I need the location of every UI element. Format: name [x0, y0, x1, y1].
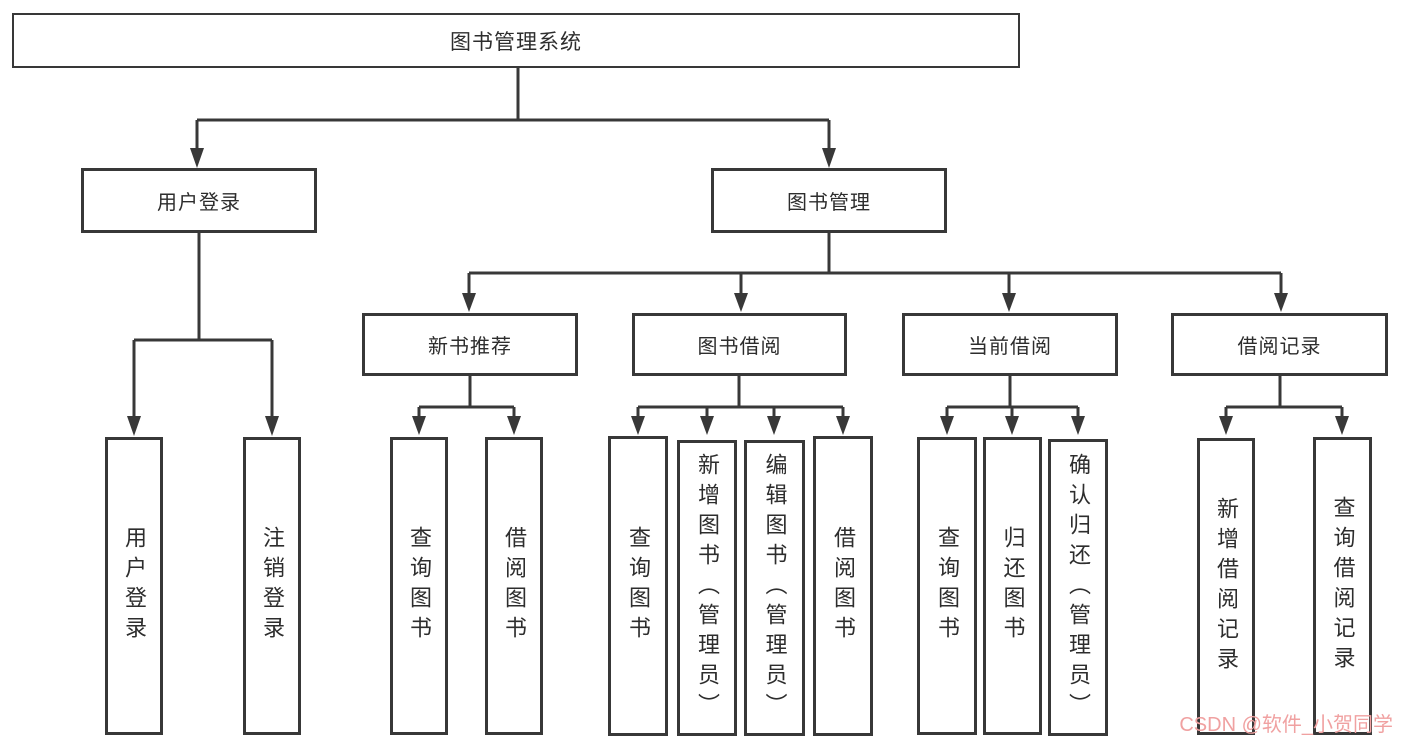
node-user-login: 用户登录: [81, 168, 317, 233]
node-borrow-books-1: 借阅图书: [485, 437, 543, 735]
node-add-books-admin-label: 新增图书（管理员）: [695, 453, 720, 723]
node-return-books-label: 归还图书: [1000, 526, 1026, 646]
node-return-books: 归还图书: [983, 437, 1042, 735]
node-book-borrowing: 图书借阅: [632, 313, 847, 376]
node-query-books-2-label: 查询图书: [626, 526, 651, 646]
node-book-borrowing-label: 图书借阅: [697, 336, 782, 358]
node-user-login-label: 用户登录: [157, 192, 241, 214]
node-new-book-recommend-label: 新书推荐: [428, 336, 512, 358]
node-borrow-books-2: 借阅图书: [813, 436, 873, 736]
node-borrow-books-1-label: 借阅图书: [502, 526, 527, 646]
node-current-borrowing-label: 当前借阅: [968, 336, 1052, 358]
node-book-management: 图书管理: [711, 168, 947, 233]
node-user-login-action: 用户登录: [105, 437, 163, 735]
node-current-borrowing: 当前借阅: [902, 313, 1118, 376]
node-query-books-3-label: 查询图书: [935, 526, 960, 646]
node-library-system: 图书管理系统: [12, 13, 1020, 68]
node-borrowing-records-label: 借阅记录: [1237, 336, 1322, 358]
node-add-borrow-record: 新增借阅记录: [1197, 438, 1255, 735]
node-book-management-label: 图书管理: [787, 192, 871, 214]
node-new-book-recommend: 新书推荐: [362, 313, 578, 376]
node-add-borrow-record-label: 新增借阅记录: [1214, 496, 1239, 677]
node-query-borrow-record: 查询借阅记录: [1313, 437, 1372, 735]
node-logout: 注销登录: [243, 437, 301, 735]
node-edit-books-admin: 编辑图书（管理员）: [744, 440, 805, 736]
node-borrow-books-2-label: 借阅图书: [831, 526, 856, 646]
node-confirm-return-admin-label: 确认归还（管理员）: [1066, 452, 1091, 723]
node-logout-label: 注销登录: [260, 526, 285, 646]
node-query-books-3: 查询图书: [917, 437, 977, 735]
node-edit-books-admin-label: 编辑图书（管理员）: [762, 453, 788, 723]
node-query-books-1-label: 查询图书: [407, 526, 432, 646]
node-borrowing-records: 借阅记录: [1171, 313, 1388, 376]
node-library-system-label: 图书管理系统: [450, 30, 582, 54]
watermark-text: CSDN @软件_小贺同学: [1179, 714, 1393, 736]
node-query-borrow-record-label: 查询借阅记录: [1330, 496, 1356, 676]
node-query-books-2: 查询图书: [608, 436, 668, 736]
node-confirm-return-admin: 确认归还（管理员）: [1048, 439, 1108, 736]
node-query-books-1: 查询图书: [390, 437, 448, 735]
node-user-login-action-label: 用户登录: [122, 526, 147, 646]
node-add-books-admin: 新增图书（管理员）: [677, 440, 737, 736]
